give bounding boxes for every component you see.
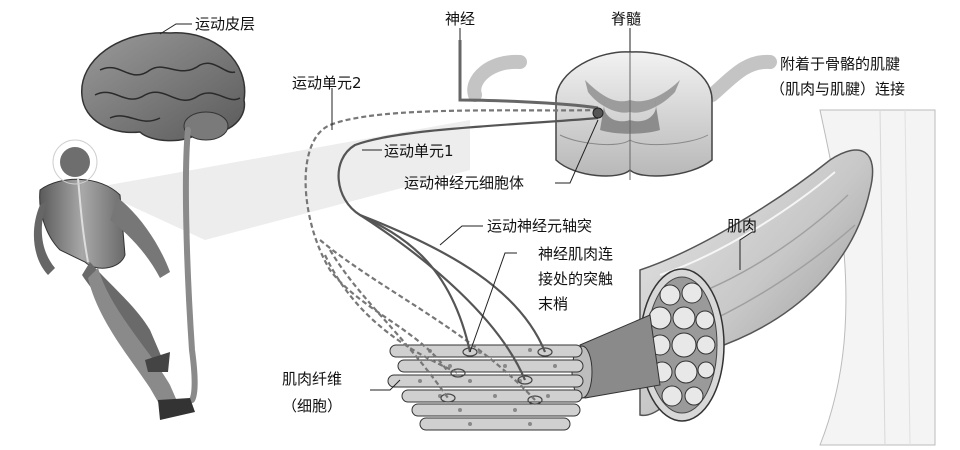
label-nmj-line2: 接处的突触 [538,270,614,288]
label-nmj-line3: 末梢 [538,295,569,313]
label-motor-unit-1: 运动单元1 [384,142,454,160]
nerve-tract [458,40,599,110]
label-muscle: 肌肉 [727,217,758,235]
muscle [639,149,874,422]
spinal-cord-section [467,51,777,180]
label-spinal-cord: 脊髓 [611,10,642,28]
label-muscle-fiber-line2: （细胞） [282,397,343,415]
label-nmj-line1: 神经肌肉连 [538,245,614,263]
motor-neuron-cell-body-dot [592,107,604,119]
runner-figure [33,139,195,420]
label-motor-unit-2: 运动单元2 [292,74,362,92]
motor-unit-2-path [304,108,599,401]
muscle-fiber-bundle [387,314,661,431]
label-motor-cortex: 运动皮层 [195,15,256,33]
brain [81,32,246,403]
leader-lines [159,23,753,391]
label-tendon-line1: 附着于骨骼的肌腱 [780,55,901,73]
label-motor-neuron-axon: 运动神经元轴突 [487,217,593,235]
label-nerve: 神经 [445,10,476,28]
label-tendon-line2: （肌肉与肌腱）连接 [770,80,906,98]
label-motor-neuron-cell-body: 运动神经元细胞体 [404,174,525,192]
motor-unit-1-path [337,116,599,381]
label-muscle-fiber-line1: 肌肉纤维 [282,370,343,388]
